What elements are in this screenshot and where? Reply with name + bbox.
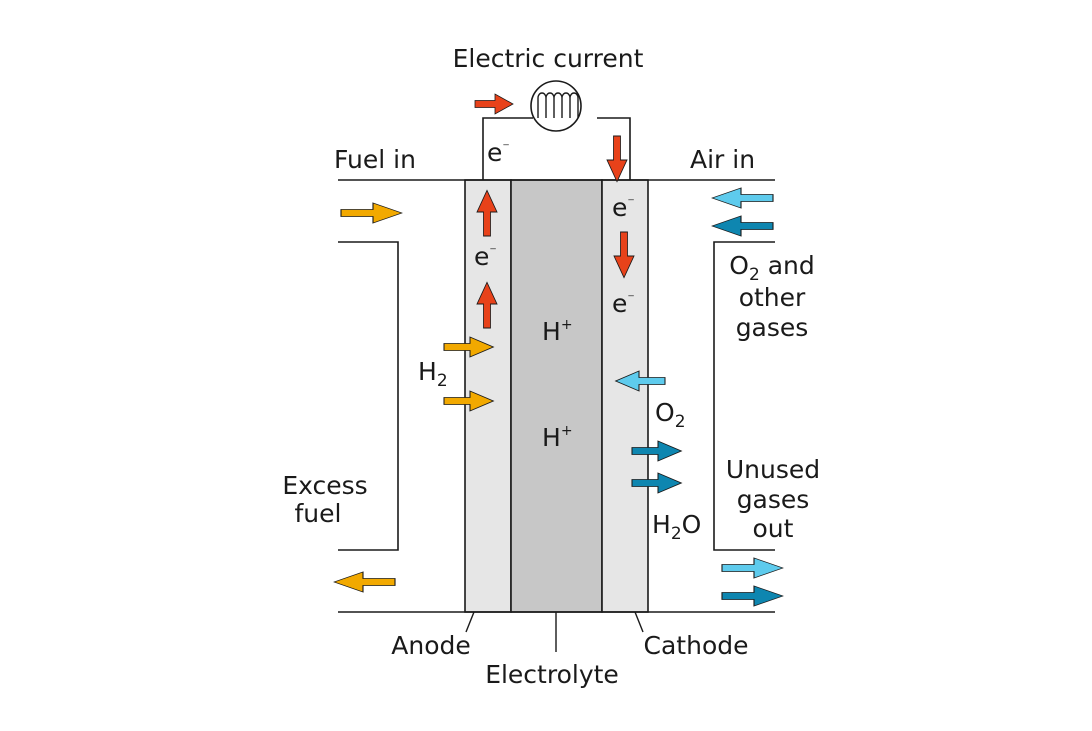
anode-leader-line (465, 611, 475, 633)
lamp-icon (530, 80, 582, 132)
unused-gases-out-label: Unused (726, 455, 820, 484)
o2-and-other-gases-label: other (739, 283, 806, 312)
electron-arrow-down-icon (606, 135, 628, 183)
excess-fuel-label: fuel (295, 499, 342, 528)
unused-gases-out-label: gases (737, 485, 810, 514)
air-in-arrow-dark-icon (711, 215, 774, 237)
anode-label: Anode (391, 631, 471, 660)
hydrogen-ion-label: H+ (542, 317, 573, 346)
unused-gas-arrow-light-icon (721, 557, 784, 579)
cathode-label: Cathode (644, 631, 749, 660)
water-label: H2O (652, 510, 701, 544)
electron-label: e⁻ (612, 289, 635, 318)
hydrogen-gas-label: H2 (418, 357, 448, 391)
electron-label: e⁻ (474, 242, 497, 271)
hydrogen-ion-label: H+ (542, 423, 573, 452)
air-side-bracket (713, 241, 775, 551)
unused-gas-arrow-dark-icon (721, 585, 784, 607)
electrolyte-label: Electrolyte (485, 660, 619, 689)
o2-and-other-gases-label: gases (736, 313, 809, 342)
oxygen-gas-label: O2 (655, 398, 686, 432)
air-in-label: Air in (690, 145, 755, 174)
electric-current-label: Electric current (453, 44, 644, 73)
electron-label: e⁻ (612, 193, 635, 222)
fuel-side-bracket (338, 241, 399, 551)
cathode-leader-line (634, 611, 644, 633)
fuel-in-arrow-icon (340, 202, 403, 224)
external-circuit-wire (482, 117, 631, 180)
fuel-in-label: Fuel in (334, 145, 416, 174)
air-in-arrow-light-icon (711, 187, 774, 209)
unused-gases-out-label: out (753, 514, 794, 543)
electrolyte-layer (510, 179, 603, 613)
excess-fuel-label: Excess (282, 471, 367, 500)
excess-fuel-arrow-icon (333, 571, 396, 593)
o2-and-other-gases-label: O2 and (729, 251, 815, 285)
electron-label: e⁻ (487, 138, 510, 167)
electron-arrow-circuit-icon (474, 93, 514, 115)
